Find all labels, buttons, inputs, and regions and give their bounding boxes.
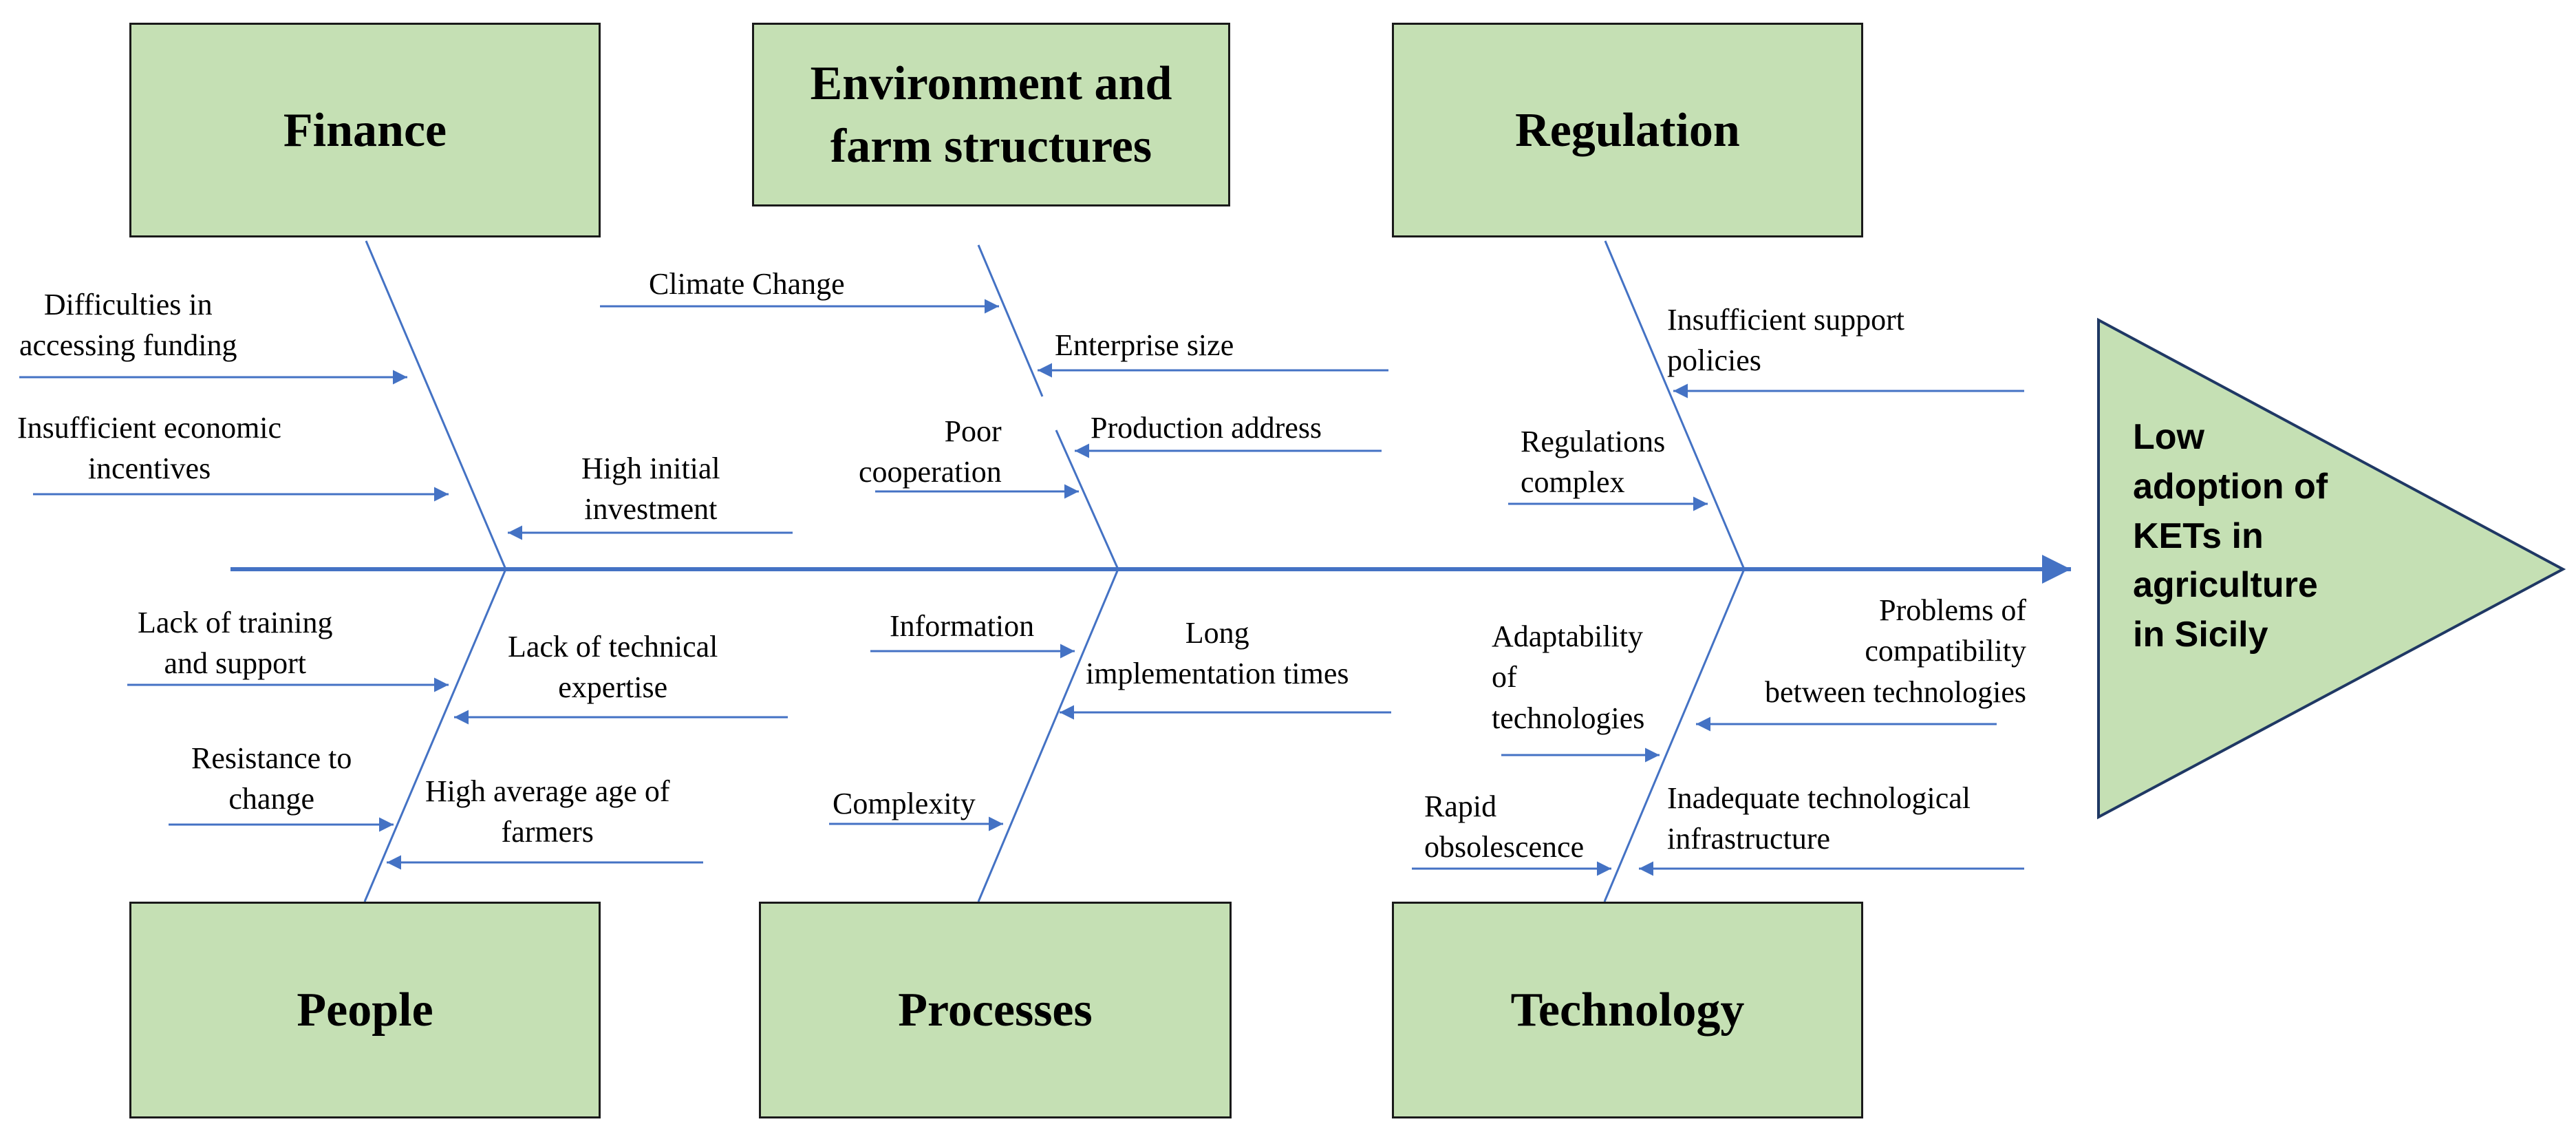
cause-line: of	[1492, 660, 1517, 694]
cause-line: farmers	[501, 815, 594, 849]
cause-rapid-obsolescence: Rapid obsolescence	[1424, 786, 1584, 868]
cause-line: Inadequate technological	[1667, 781, 1971, 815]
cause-line: Rapid	[1424, 789, 1497, 823]
effect-label-line2: adoption of	[2133, 466, 2328, 507]
cause-support-policies: Insufficient support policies	[1667, 299, 1904, 381]
cause-line: Resistance to	[191, 741, 352, 775]
cause-line: Enterprise size	[1055, 328, 1234, 362]
cause-poor-cooperation: Poor cooperation	[859, 411, 1002, 493]
cause-line: Difficulties in	[43, 288, 213, 321]
cause-line: Problems of	[1879, 593, 2026, 627]
cause-enterprise-size: Enterprise size	[1055, 325, 1234, 365]
category-environment-label-line2: farm structures	[830, 119, 1152, 173]
category-processes: Processes	[759, 902, 1232, 1118]
environment-rib-upper	[977, 244, 1044, 397]
cause-line: accessing funding	[19, 328, 237, 363]
category-regulation-label: Regulation	[1515, 103, 1740, 157]
cause-line: Regulations	[1521, 425, 1666, 458]
cause-adaptability: Adaptability of technologies	[1492, 616, 1644, 739]
cause-line: Production address	[1091, 411, 1322, 445]
effect-label-line4: agriculture	[2133, 565, 2318, 606]
cause-line: complex	[1521, 465, 1625, 500]
cause-line: investment	[584, 492, 718, 527]
cause-line: cooperation	[859, 455, 1002, 489]
effect-label-line1: Low	[2133, 417, 2204, 457]
category-technology-label: Technology	[1510, 984, 1745, 1037]
category-processes-label: Processes	[898, 984, 1093, 1037]
category-finance-label: Finance	[283, 103, 447, 157]
cause-line: expertise	[558, 670, 668, 705]
cause-line: infrastructure	[1667, 822, 1830, 856]
effect-head	[2097, 317, 2566, 820]
cause-line: Information	[890, 609, 1035, 643]
cause-line: Adaptability	[1492, 619, 1643, 653]
category-people-label: People	[297, 984, 433, 1037]
cause-compatibility: Problems of compatibility between techno…	[1765, 590, 2026, 712]
cause-economic-incentives: Insufficient economic incentives	[17, 407, 281, 489]
regulation-rib	[1604, 240, 1746, 570]
cause-line: compatibility	[1865, 634, 2026, 668]
category-regulation: Regulation	[1392, 23, 1863, 237]
cause-implementation-times: Long implementation times	[1086, 613, 1349, 694]
cause-complexity: Complexity	[833, 783, 976, 824]
cause-production-address: Production address	[1091, 407, 1322, 448]
cause-line: and support	[164, 646, 306, 681]
processes-rib	[977, 569, 1119, 902]
cause-information: Information	[890, 606, 1034, 646]
cause-regulations-complex: Regulations complex	[1521, 421, 1665, 503]
category-technology: Technology	[1392, 902, 1863, 1118]
cause-high-investment: High initial investment	[581, 448, 720, 530]
cause-line: between technologies	[1765, 675, 2026, 709]
effect-label-line5: in Sicily	[2133, 615, 2268, 655]
cause-line: implementation times	[1086, 657, 1349, 691]
cause-average-age: High average age of farmers	[425, 771, 669, 853]
finance-rib	[365, 240, 507, 570]
effect-label: Low adoption of KETs in agriculture in S…	[2133, 413, 2328, 660]
cause-line: Long	[1185, 616, 1249, 650]
cause-line: Insufficient economic	[17, 411, 282, 445]
cause-lack-training: Lack of training and support	[138, 602, 332, 684]
cause-line: High average age of	[425, 774, 670, 808]
cause-line: Insufficient support	[1667, 303, 1905, 337]
cause-line: change	[228, 782, 314, 816]
cause-line: Climate Change	[649, 267, 845, 301]
cause-line: Lack of training	[138, 606, 333, 639]
cause-line: obsolescence	[1424, 830, 1585, 864]
cause-line: technologies	[1492, 701, 1645, 735]
cause-climate-change: Climate Change	[649, 264, 845, 304]
category-environment: Environment and farm structures	[752, 23, 1230, 206]
cause-line: Complexity	[833, 787, 976, 820]
cause-difficulties-funding: Difficulties in accessing funding	[19, 284, 237, 366]
cause-line: incentives	[87, 452, 211, 486]
category-finance: Finance	[129, 23, 601, 237]
cause-line: Poor	[944, 414, 1002, 448]
category-people: People	[129, 902, 601, 1118]
cause-line: Lack of technical	[508, 630, 718, 664]
cause-resistance-change: Resistance to change	[191, 738, 352, 820]
category-environment-label-line1: Environment and	[810, 56, 1172, 110]
cause-line: policies	[1667, 343, 1761, 378]
technology-rib	[1603, 569, 1746, 902]
cause-inadequate-infrastructure: Inadequate technological infrastructure	[1667, 778, 1971, 860]
cause-line: High initial	[581, 452, 720, 485]
cause-lack-expertise: Lack of technical expertise	[508, 626, 718, 708]
people-rib	[363, 569, 507, 902]
environment-rib-lower	[1055, 429, 1119, 570]
effect-label-line3: KETs in	[2133, 516, 2264, 556]
